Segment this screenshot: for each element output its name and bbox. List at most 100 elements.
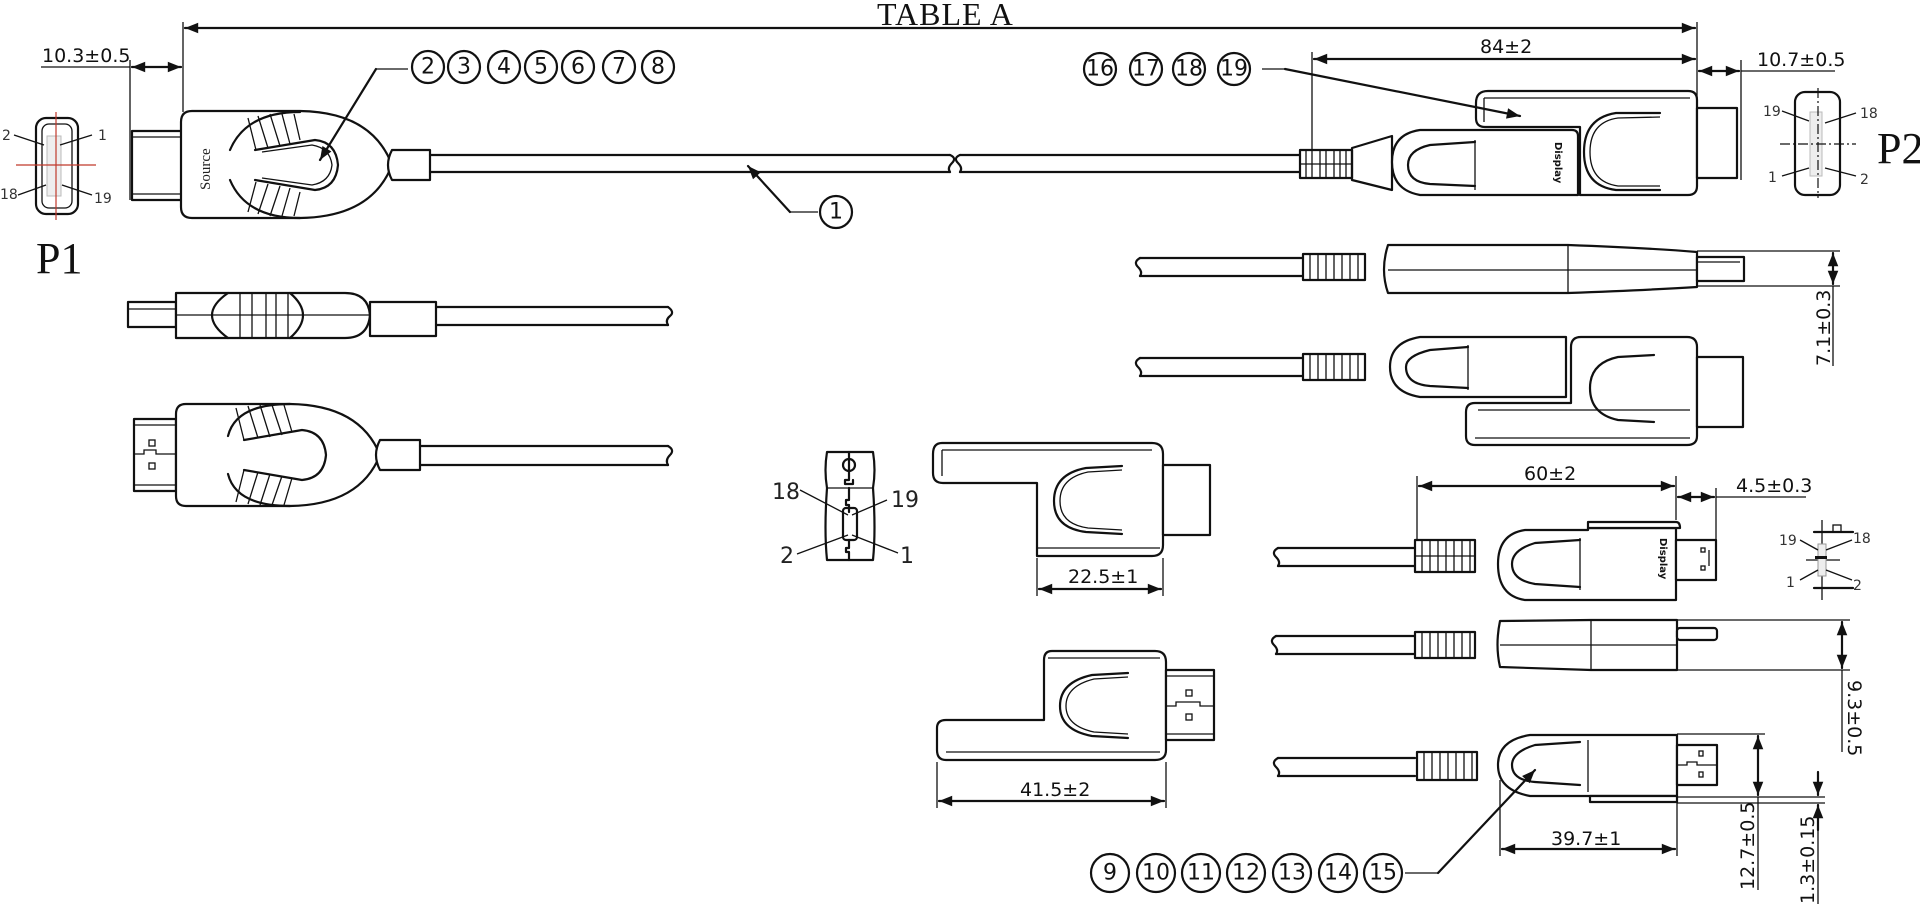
svg-text:1: 1 xyxy=(829,200,843,225)
dim-micro-body: 60±2 xyxy=(1524,463,1576,485)
svg-text:16: 16 xyxy=(1086,57,1114,82)
balloon: 15 xyxy=(1362,852,1404,894)
dim-p2-tip: 10.7±0.5 xyxy=(1757,49,1845,71)
micro-adapter-connector xyxy=(1272,733,1719,804)
svg-text:2: 2 xyxy=(421,55,435,80)
balloon-cable: 1 xyxy=(746,164,854,230)
balloon: 2 xyxy=(410,49,446,85)
source-connector-front-view xyxy=(132,402,674,508)
balloon: 16 xyxy=(1082,51,1118,87)
full-adapter-dimension: 41.5±2 xyxy=(936,762,1167,808)
p1-pin-1-label: 1 xyxy=(98,128,107,144)
mini-pinout-face: 18 19 2 1 xyxy=(772,450,919,569)
svg-text:3: 3 xyxy=(457,55,471,80)
svg-text:5: 5 xyxy=(534,55,548,80)
dim-micro-adapter-height: 12.7±0.5 xyxy=(1737,802,1759,890)
p1-pin-2-label: 2 xyxy=(2,128,11,144)
svg-text:12: 12 xyxy=(1232,861,1260,886)
p1-pinout-face: 2 1 18 19 P1 xyxy=(0,112,112,283)
dim-p1-tip: 10.3±0.5 xyxy=(42,45,130,67)
balloon: 3 xyxy=(446,49,482,85)
balloon: 5 xyxy=(523,49,559,85)
balloon: 17 xyxy=(1128,51,1164,87)
display-connector-top: Display xyxy=(1298,89,1739,197)
p2-pin-19-label: 19 xyxy=(1763,104,1781,120)
balloon: 7 xyxy=(601,49,637,85)
balloon: 11 xyxy=(1180,852,1222,894)
micro-pin-2-label: 2 xyxy=(1853,578,1862,594)
dim-hdmi-adapter-long: 41.5±2 xyxy=(1020,779,1090,801)
svg-text:11: 11 xyxy=(1187,861,1215,886)
p2-pin-1-label: 1 xyxy=(1768,170,1777,186)
mini-pin-18-label: 18 xyxy=(772,480,800,505)
micro-tip-dimension: 4.5±0.3 xyxy=(1676,475,1812,540)
micro-adapter-height-dimension: 12.7±0.5 xyxy=(1677,733,1825,890)
overall-length-dimension: TABLE A xyxy=(182,0,1698,112)
svg-text:9: 9 xyxy=(1103,861,1117,886)
dim-hdmi-adapter-short: 22.5±1 xyxy=(1068,566,1138,588)
dim-side-thickness: 7.1±0.3 xyxy=(1813,290,1835,366)
p2-tip-dimension: 10.7±0.5 xyxy=(1697,49,1845,180)
micro-connector-side-view xyxy=(1270,618,1719,672)
display-connector-front-view-2 xyxy=(1134,335,1745,447)
svg-text:15: 15 xyxy=(1369,861,1397,886)
svg-text:6: 6 xyxy=(571,55,585,80)
dim-micro-adapter-body: 39.7±1 xyxy=(1551,828,1621,850)
table-a-label: TABLE A xyxy=(877,0,1014,32)
micro-pin-1-label: 1 xyxy=(1786,575,1795,591)
micro-pinout-face: 19 18 1 2 xyxy=(1779,520,1871,600)
p2-label: P2 xyxy=(1877,124,1920,173)
dim-micro-adapter-step: 1.3±0.15 xyxy=(1797,816,1819,904)
balloon: 19 xyxy=(1216,51,1252,87)
side-thickness-dimension: 7.1±0.3 xyxy=(1697,250,1840,366)
p1-tip-dimension: 10.3±0.5 xyxy=(41,45,183,200)
micro-pin-18-label: 18 xyxy=(1853,531,1871,547)
svg-text:18: 18 xyxy=(1175,57,1203,82)
svg-text:4: 4 xyxy=(497,55,511,80)
svg-text:19: 19 xyxy=(1220,57,1248,82)
balloon: 10 xyxy=(1135,852,1177,894)
svg-text:8: 8 xyxy=(651,55,665,80)
p2-pin-18-label: 18 xyxy=(1860,106,1878,122)
balloon: 4 xyxy=(486,49,522,85)
svg-text:17: 17 xyxy=(1132,57,1160,82)
display-connector-side-view xyxy=(1134,243,1746,295)
full-hdmi-adapter xyxy=(935,649,1216,762)
balloon: 9 xyxy=(1089,852,1131,894)
balloon: 8 xyxy=(640,49,676,85)
source-connector-side-view xyxy=(126,291,674,340)
micro-connector-front: Display xyxy=(1272,520,1718,602)
svg-text:13: 13 xyxy=(1278,861,1306,886)
mini-pin-1-label: 1 xyxy=(900,544,914,569)
mini-hdmi-adapter xyxy=(931,441,1212,558)
svg-text:7: 7 xyxy=(612,55,626,80)
display-brand-text: Display xyxy=(1552,142,1563,184)
micro-display-brand-text: Display xyxy=(1657,538,1668,580)
balloon: 6 xyxy=(560,49,596,85)
source-brand-text: Source xyxy=(198,148,214,190)
p1-label: P1 xyxy=(36,234,82,283)
mini-pin-19-label: 19 xyxy=(891,488,919,513)
micro-adapter-body-dimension: 39.7±1 xyxy=(1499,780,1678,856)
mini-pin-2-label: 2 xyxy=(780,544,794,569)
p2-pinout-face: 19 18 1 2 P2 xyxy=(1763,88,1920,198)
balloon: 12 xyxy=(1225,852,1267,894)
svg-text:10: 10 xyxy=(1142,861,1170,886)
source-connector-top: Source xyxy=(130,109,1302,220)
balloon-group-2-8: 2 3 4 5 6 7 8 xyxy=(318,49,676,162)
balloon: 13 xyxy=(1271,852,1313,894)
balloon: 14 xyxy=(1317,852,1359,894)
dim-display-body: 84±2 xyxy=(1480,36,1532,58)
mini-adapter-dimension: 22.5±1 xyxy=(1036,558,1164,596)
micro-adapter-step-dimension: 1.3±0.15 xyxy=(1797,770,1824,904)
p1-pin-19-label: 19 xyxy=(94,191,112,207)
dim-micro-tip: 4.5±0.3 xyxy=(1736,475,1812,497)
p1-pin-18-label: 18 xyxy=(0,187,18,203)
micro-pin-19-label: 19 xyxy=(1779,533,1797,549)
micro-side-thickness-dimension: 9.3±0.5 xyxy=(1677,619,1865,756)
dim-micro-side-thickness: 9.3±0.5 xyxy=(1843,680,1865,756)
balloon-group-9-15: 9 10 11 12 13 14 15 xyxy=(1089,768,1537,894)
balloon-group-16-19: 16 17 18 19 xyxy=(1082,51,1522,119)
display-body-dimension: 84±2 xyxy=(1311,36,1697,150)
